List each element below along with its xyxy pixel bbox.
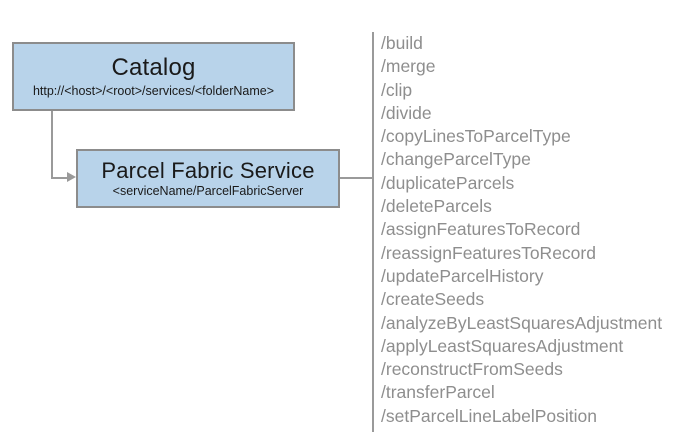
node-catalog[interactable]: Catalog http://<host>/<root>/services/<f…: [12, 42, 295, 111]
arrow-head-icon: [67, 172, 76, 182]
list-item[interactable]: /clip: [381, 79, 413, 100]
list-item[interactable]: /updateParcelHistory: [381, 265, 544, 286]
connector-catalog-horizontal: [51, 177, 69, 179]
list-item[interactable]: /build: [381, 33, 423, 53]
list-item[interactable]: /analyzeByLeastSquaresAdjustment: [381, 312, 663, 333]
list-item[interactable]: /copyLinesToParcelType: [381, 126, 571, 147]
connector-service-to-operations: [340, 177, 374, 179]
list-item[interactable]: /reassignFeaturesToRecord: [381, 242, 596, 263]
connector-catalog-vertical: [51, 111, 53, 178]
list-item[interactable]: /createSeeds: [381, 289, 485, 310]
node-catalog-title: Catalog: [111, 53, 196, 81]
node-catalog-url: http://<host>/<root>/services/<folderNam…: [32, 83, 275, 98]
list-item[interactable]: /assignFeaturesToRecord: [381, 219, 581, 240]
list-item[interactable]: /divide: [381, 102, 432, 123]
node-parcel-fabric-service[interactable]: Parcel Fabric Service <serviceName/Parce…: [76, 149, 340, 208]
list-item[interactable]: /applyLeastSquaresAdjustment: [381, 335, 624, 356]
operations-spine-divider: [372, 32, 374, 432]
list-item[interactable]: /deleteParcels: [381, 196, 492, 217]
operations-list: /build /merge /clip /divide /copyLinesTo…: [381, 32, 681, 428]
list-item[interactable]: /reconstructFromSeeds: [381, 359, 563, 380]
list-item[interactable]: /merge: [381, 56, 436, 77]
list-item[interactable]: /changeParcelType: [381, 149, 531, 170]
list-item[interactable]: /setParcelLineLabelPosition: [381, 405, 597, 426]
list-item[interactable]: /duplicateParcels: [381, 172, 515, 193]
node-parcel-fabric-service-path: <serviceName/ParcelFabricServer: [112, 183, 304, 198]
list-item[interactable]: /transferParcel: [381, 382, 495, 403]
node-parcel-fabric-service-title: Parcel Fabric Service: [101, 157, 315, 183]
